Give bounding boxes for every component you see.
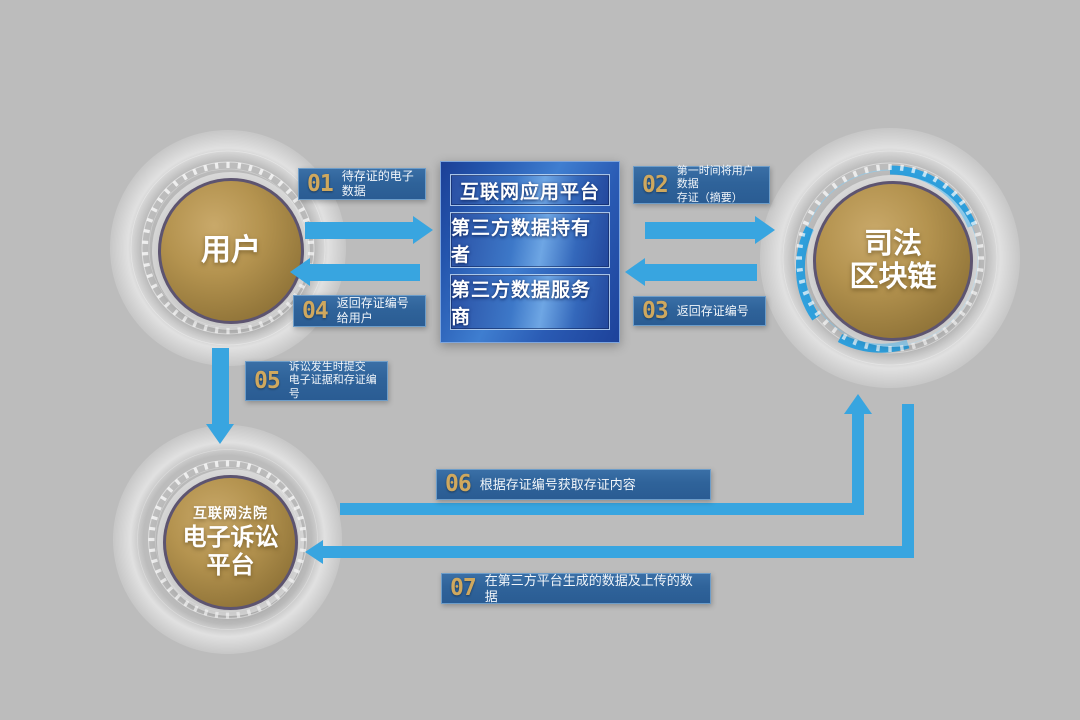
- arrow-01-user-to-platform: [305, 222, 415, 239]
- blockchain-core: 司法 区块链: [813, 181, 973, 341]
- panel-item-internet-app-platform[interactable]: 互联网应用平台: [450, 174, 610, 206]
- user-title: 用户: [201, 233, 261, 267]
- arrow-02-head-icon: [755, 216, 775, 244]
- court-title-line1: 电子诉讼: [182, 524, 279, 552]
- platform-panel: 互联网应用平台 第三方数据持有者 第三方数据服务商: [440, 161, 620, 343]
- panel-item-third-party-data-holder[interactable]: 第三方数据持有者: [450, 212, 610, 268]
- step-text: 根据存证编号获取存证内容: [479, 476, 636, 492]
- panel-item-label: 第三方数据服务商: [451, 280, 592, 328]
- arrow-05-user-to-court: [212, 348, 229, 426]
- arrow-07-segment-horizontal: [322, 546, 914, 558]
- step-chip-02[interactable]: 02 第一时间将用户数据 存证（摘要）: [633, 164, 770, 204]
- step-number: 04: [302, 297, 329, 324]
- arrow-07-head-icon: [305, 540, 323, 564]
- step-number: 03: [642, 297, 669, 324]
- panel-item-label: 互联网应用平台: [459, 181, 600, 203]
- court-core: 互联网法院 电子诉讼 平台: [163, 475, 298, 610]
- step-number: 07: [450, 575, 477, 601]
- arrow-04-platform-to-user: [310, 264, 420, 281]
- court-title-line2: 平台: [206, 552, 255, 580]
- arrow-03-blockchain-to-platform: [645, 264, 757, 281]
- step-chip-01[interactable]: 01 待存证的电子数据: [298, 168, 426, 200]
- step-chip-05[interactable]: 05 诉讼发生时提交 电子证据和存证编号: [245, 361, 388, 401]
- step-chip-07[interactable]: 07 在第三方平台生成的数据及上传的数据: [441, 573, 711, 604]
- arrow-04-head-icon: [290, 258, 310, 286]
- arrow-01-head-icon: [413, 216, 433, 244]
- node-judicial-blockchain: 司法 区块链: [760, 128, 1020, 388]
- arrow-02-platform-to-blockchain: [645, 222, 757, 239]
- arrow-05-head-icon: [206, 424, 234, 444]
- step-chip-06[interactable]: 06 根据存证编号获取存证内容: [436, 469, 711, 500]
- blockchain-tick-ring: [782, 150, 998, 366]
- court-tick-ring: [137, 449, 318, 630]
- step-number: 06: [445, 471, 472, 497]
- step-chip-04[interactable]: 04 返回存证编号给用户: [293, 295, 426, 327]
- step-number: 01: [307, 170, 334, 197]
- arrow-03-head-icon: [625, 258, 645, 286]
- panel-item-label: 第三方数据持有者: [451, 218, 592, 266]
- node-court-platform: 互联网法院 电子诉讼 平台: [113, 425, 342, 654]
- step-text: 返回存证编号给用户: [336, 296, 409, 325]
- user-core: 用户: [158, 178, 304, 324]
- step-text: 第一时间将用户数据 存证（摘要）: [676, 164, 754, 204]
- step-number: 02: [642, 171, 669, 198]
- step-number: 05: [254, 367, 281, 394]
- step-text: 诉讼发生时提交 电子证据和存证编号: [288, 360, 377, 400]
- arrow-07-segment-vertical: [902, 404, 914, 552]
- arrow-06-segment-horizontal: [340, 503, 864, 515]
- user-tick-ring: [130, 150, 326, 346]
- blockchain-title-line2: 区块链: [849, 261, 937, 293]
- court-caption: 互联网法院: [193, 505, 268, 522]
- panel-item-third-party-data-service-provider[interactable]: 第三方数据服务商: [450, 274, 610, 330]
- step-text: 在第三方平台生成的数据及上传的数据: [484, 572, 693, 604]
- step-chip-03[interactable]: 03 返回存证编号: [633, 296, 766, 326]
- step-text: 待存证的电子数据: [341, 169, 414, 198]
- arrow-06-head-icon: [844, 394, 872, 414]
- blockchain-title-line1: 司法: [863, 227, 922, 260]
- step-text: 返回存证编号: [676, 303, 749, 318]
- arrow-06-segment-vertical: [852, 412, 864, 510]
